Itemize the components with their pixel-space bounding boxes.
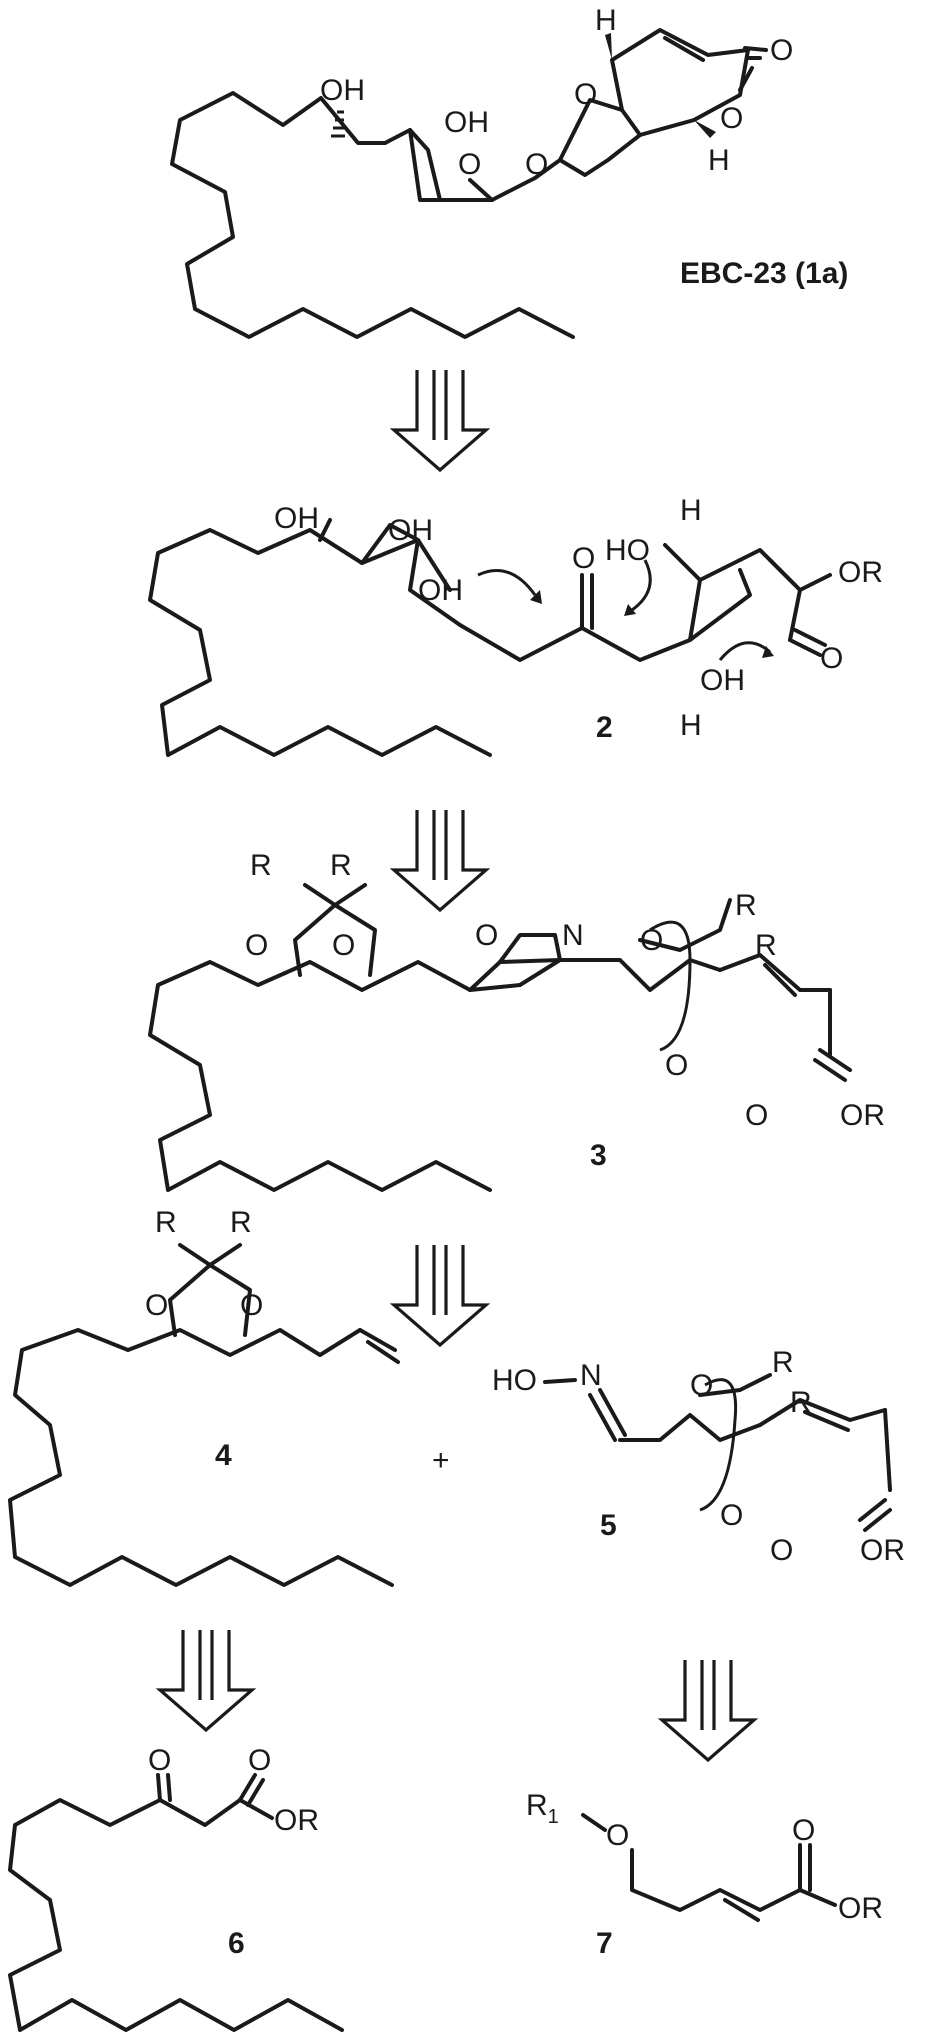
atom-label: R bbox=[330, 849, 352, 882]
compound-4-structure bbox=[8, 1243, 400, 1587]
atom-label: OH bbox=[388, 514, 433, 547]
atom-label: O bbox=[792, 1814, 815, 1847]
compound-label-1a: EBC-23 (1a) bbox=[680, 257, 848, 290]
atom-label: O bbox=[525, 148, 548, 181]
atom-label: OH bbox=[418, 574, 463, 607]
hashed-bond bbox=[331, 110, 345, 138]
retrosynthetic-arrow bbox=[657, 1660, 759, 1763]
retrosynthetic-arrow bbox=[155, 1630, 257, 1733]
atom-label: O bbox=[606, 1819, 629, 1852]
atom-label: R bbox=[250, 849, 272, 882]
atom-label: O bbox=[640, 924, 663, 957]
atom-label: R bbox=[735, 889, 757, 922]
atom-label: OR bbox=[838, 556, 883, 589]
compound-7-structure bbox=[581, 1813, 837, 1922]
atom-label: OH bbox=[700, 664, 745, 697]
atom-label: O bbox=[148, 1744, 171, 1777]
atom-label: OH bbox=[320, 74, 365, 107]
atom-label: O bbox=[240, 1289, 263, 1322]
atom-label: N bbox=[580, 1359, 602, 1392]
compound-label-4: 4 bbox=[215, 1439, 232, 1472]
compound-2-structure bbox=[148, 518, 832, 757]
compound-label-2: 2 bbox=[596, 711, 613, 744]
atom-label: O bbox=[574, 78, 597, 111]
compound-3-structure bbox=[148, 883, 852, 1192]
atom-label: R bbox=[155, 1206, 177, 1239]
compound-6-structure bbox=[8, 1773, 344, 2032]
atom-label: H bbox=[680, 709, 702, 742]
atom-label: HO bbox=[492, 1364, 537, 1397]
atom-label: O bbox=[475, 919, 498, 952]
atom-label: O bbox=[332, 929, 355, 962]
atom-label: O bbox=[690, 1369, 713, 1402]
retrosynthetic-arrow bbox=[389, 1245, 491, 1348]
atom-label: H bbox=[595, 4, 617, 37]
atom-label: O bbox=[745, 1099, 768, 1132]
atom-label: O bbox=[770, 1534, 793, 1567]
atom-label: O bbox=[720, 102, 743, 135]
atom-label: O bbox=[820, 642, 843, 675]
atom-label: OH bbox=[444, 106, 489, 139]
atom-label: R bbox=[230, 1206, 252, 1239]
atom-label: OR bbox=[838, 1892, 883, 1925]
atom-label: O bbox=[665, 1049, 688, 1082]
compound-label-5: 5 bbox=[600, 1509, 617, 1542]
atom-label: O bbox=[245, 929, 268, 962]
compound-label-6: 6 bbox=[228, 1927, 245, 1960]
atom-label: O bbox=[572, 542, 595, 575]
plus-sign: + bbox=[432, 1444, 450, 1477]
atom-label: R bbox=[790, 1386, 812, 1419]
atom-label: O bbox=[458, 148, 481, 181]
atom-label: O bbox=[248, 1744, 271, 1777]
atom-label: O bbox=[720, 1499, 743, 1532]
atom-label: O bbox=[770, 34, 793, 67]
atom-label: R bbox=[755, 929, 777, 962]
compound-label-7: 7 bbox=[596, 1927, 613, 1960]
compound-5-structure bbox=[543, 1373, 892, 1532]
atom-label: R bbox=[772, 1346, 794, 1379]
atom-label: HO bbox=[605, 534, 650, 567]
atom-label: O bbox=[145, 1289, 168, 1322]
atom-label: N bbox=[562, 919, 584, 952]
atom-label: OR bbox=[274, 1804, 319, 1837]
retrosynthetic-arrow bbox=[389, 810, 491, 913]
retrosynthetic-arrow bbox=[389, 370, 491, 473]
atom-label: OH bbox=[274, 502, 319, 535]
atom-label: OR bbox=[840, 1099, 885, 1132]
atom-label: H bbox=[708, 144, 730, 177]
atom-label: R1 bbox=[526, 1789, 559, 1828]
compound-1a-structure bbox=[170, 28, 768, 339]
atom-label: H bbox=[680, 494, 702, 527]
atom-label: OR bbox=[860, 1534, 905, 1567]
compound-label-3: 3 bbox=[590, 1139, 607, 1172]
